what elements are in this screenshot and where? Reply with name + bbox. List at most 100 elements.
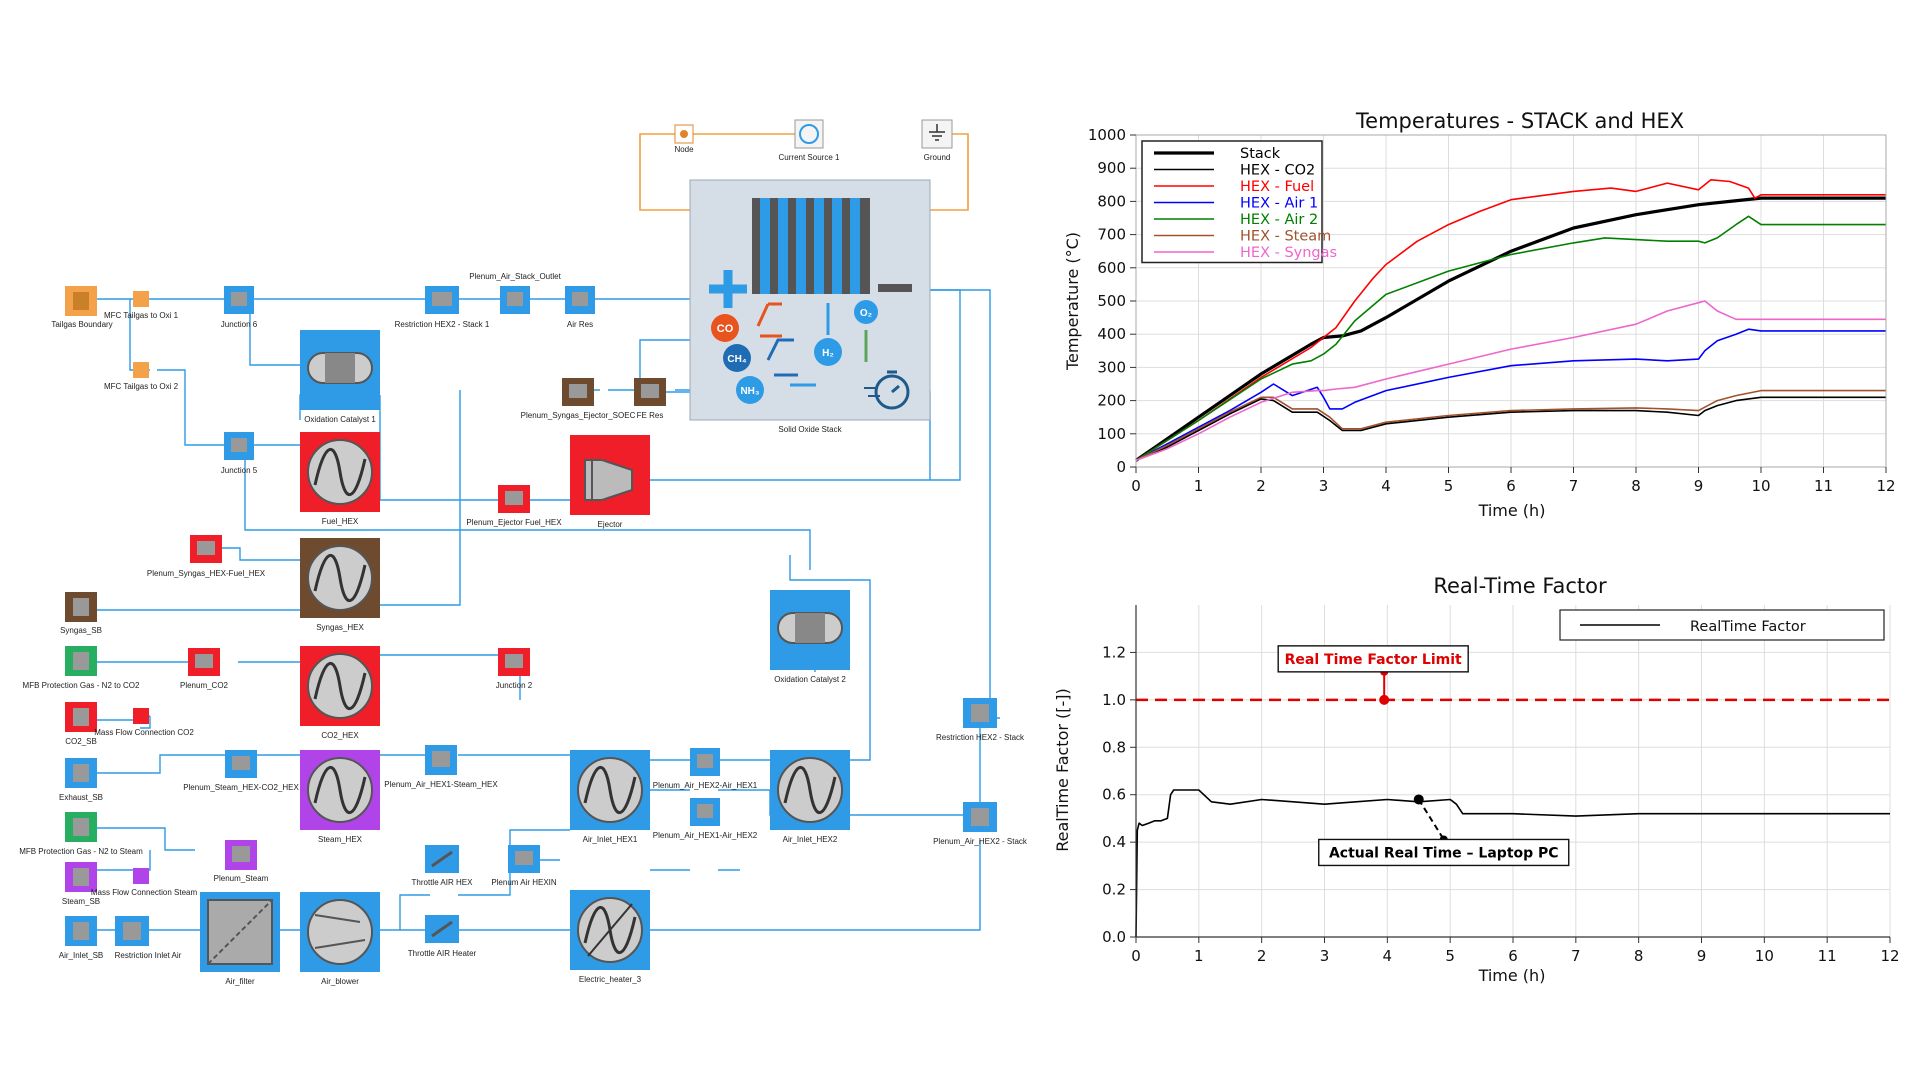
x-tick-label: 2: [1257, 947, 1267, 965]
y-tick-label: 1.0: [1102, 691, 1126, 709]
x-tick-label: 5: [1444, 477, 1454, 495]
fuel-hex[interactable]: Fuel_HEX: [300, 432, 380, 526]
temperature-chart-ylabel: Temperature (°C): [1063, 232, 1082, 371]
plenum-syngas-ejector[interactable]: Plenum_Syngas_Ejector_SOEC: [521, 378, 636, 420]
x-tick-label: 12: [1880, 947, 1899, 965]
restriction-inlet-air-label: Restriction Inlet Air: [115, 951, 182, 960]
current-source-label: Current Source 1: [779, 153, 840, 162]
fe-res-label: FE Res: [637, 411, 664, 420]
current-source-component[interactable]: Current Source 1: [779, 119, 840, 162]
co2-hex-label: CO2_HEX: [321, 731, 359, 740]
system-model-diagram: Node Current Source 1 Ground CO CH₄ NH₃: [19, 119, 1028, 986]
plenum-steam[interactable]: Plenum_Steam: [214, 840, 269, 883]
exhaust-sb[interactable]: Exhaust_SB: [59, 758, 103, 802]
stack-cells-icon: [752, 198, 912, 294]
plenum-air-hex1-steam[interactable]: Plenum_Air_HEX1-Steam_HEX: [384, 745, 498, 789]
annotation-box: [1277, 645, 1469, 673]
reaction-arrows-icon: [756, 302, 868, 387]
air-inlet-hex2[interactable]: Air_Inlet_HEX2: [770, 750, 850, 844]
plenum-air-hex2-stack[interactable]: Plenum_Air_HEX2 - Stack: [933, 802, 1028, 846]
junction-6[interactable]: Junction 6: [221, 286, 258, 329]
x-tick-label: 8: [1634, 947, 1644, 965]
plenum-air-hex1-air-hex2[interactable]: Plenum_Air_HEX1-Air_HEX2: [653, 798, 758, 840]
mass-flow-co2[interactable]: Mass Flow Connection CO2: [94, 708, 194, 737]
tailgas-boundary[interactable]: Tailgas Boundary: [51, 286, 113, 329]
plenum-steam-label: Plenum_Steam: [214, 874, 269, 883]
steam-sb[interactable]: Steam_SB: [62, 862, 100, 906]
plenum-air-hexin[interactable]: Plenum Air HEXIN: [491, 845, 557, 887]
throttle-air-heater[interactable]: Throttle AIR Heater: [408, 915, 477, 958]
legend-entry: Stack: [1240, 146, 1281, 162]
stopwatch-icon: [864, 370, 910, 410]
x-tick-label: 7: [1571, 947, 1581, 965]
air-filter-label: Air_filter: [225, 977, 255, 986]
co2-hex[interactable]: CO2_HEX: [300, 646, 380, 740]
air-res[interactable]: Air Res: [565, 286, 595, 329]
syngas-sb-label: Syngas_SB: [60, 626, 102, 635]
ground-component[interactable]: Ground: [921, 119, 953, 162]
plenum-air-hex2-air-hex1-label: Plenum_Air_HEX2-Air_HEX1: [653, 781, 758, 790]
mass-flow-steam-label: Mass Flow Connection Steam: [91, 888, 198, 897]
series-line-hex-steam: [1135, 389, 1886, 462]
air-inlet-hex1[interactable]: Air_Inlet_HEX1: [570, 750, 650, 844]
y-tick-label: 200: [1097, 392, 1126, 410]
annotation-label: Real Time Factor Limit: [1285, 652, 1462, 668]
air-inlet-sb[interactable]: Air_Inlet_SB: [59, 916, 103, 960]
y-tick-label: 0.0: [1102, 928, 1126, 946]
ch4-badge: CH₄: [727, 354, 746, 365]
mfc-tailgas-oxi1[interactable]: MFC Tailgas to Oxi 1: [104, 291, 179, 320]
mfc-tailgas-oxi2[interactable]: MFC Tailgas to Oxi 2: [104, 362, 179, 391]
plenum-ejector-fuel[interactable]: Plenum_Ejector Fuel_HEX: [466, 485, 562, 527]
air-filter[interactable]: Air_filter: [200, 892, 280, 986]
air-blower[interactable]: Air_blower: [300, 892, 380, 986]
restriction-hex2-stack1[interactable]: Restriction HEX2 - Stack 1: [395, 286, 490, 329]
mfb-n2-steam-label: MFB Protection Gas - N2 to Steam: [19, 847, 143, 856]
plenum-co2[interactable]: Plenum_CO2: [180, 648, 229, 690]
realtime-chart-grid: [1135, 605, 1891, 938]
mass-flow-steam[interactable]: Mass Flow Connection Steam: [91, 868, 198, 897]
x-tick-label: 1: [1194, 477, 1204, 495]
junction-2[interactable]: Junction 2: [496, 648, 533, 690]
y-tick-label: 0.6: [1102, 786, 1126, 804]
syngas-sb[interactable]: Syngas_SB: [60, 592, 102, 635]
annotation-leader: [1417, 798, 1445, 840]
oxidation-catalyst-2[interactable]: Oxidation Catalyst 2: [770, 590, 850, 684]
oxidation-catalyst-1[interactable]: Oxidation Catalyst 1: [300, 330, 380, 424]
series-line-hex-air-2: [1135, 215, 1886, 462]
plenum-air-hex1-air-hex2-label: Plenum_Air_HEX1-Air_HEX2: [653, 831, 758, 840]
x-tick-label: 1: [1194, 947, 1204, 965]
solid-oxide-stack[interactable]: CO CH₄ NH₃ H₂ O₂ Solid Oxide Stack: [689, 179, 931, 434]
syngas-hex[interactable]: Syngas_HEX: [300, 538, 380, 632]
air-inlet-hex2-label: Air_Inlet_HEX2: [783, 835, 838, 844]
plenum-syngas-hex[interactable]: Plenum_Syngas_HEX-Fuel_HEX: [147, 535, 266, 578]
plenum-steam-hex[interactable]: Plenum_Steam_HEX-CO2_HEX: [183, 750, 299, 792]
ejector[interactable]: Ejector: [570, 435, 650, 529]
annotation-box: [1318, 838, 1570, 867]
legend-entry: HEX - Syngas: [1240, 245, 1337, 261]
fe-res[interactable]: FE Res: [634, 378, 666, 420]
steam-hex[interactable]: Steam_HEX: [300, 750, 380, 844]
restriction-inlet-air[interactable]: Restriction Inlet Air: [115, 916, 182, 960]
electric-heater-3[interactable]: Electric_heater_3: [570, 890, 650, 984]
x-tick-label: 10: [1755, 947, 1774, 965]
plenum-air-stack-outlet[interactable]: Plenum_Air_Stack_Outlet: [469, 272, 562, 314]
x-tick-label: 11: [1814, 477, 1833, 495]
restriction-hex2-stack[interactable]: Restriction HEX2 - Stack: [936, 698, 1025, 742]
y-tick-label: 0.8: [1102, 738, 1126, 756]
node-component[interactable]: Node: [674, 124, 694, 154]
air-inlet-sb-label: Air_Inlet_SB: [59, 951, 103, 960]
junction-5[interactable]: Junction 5: [221, 432, 258, 475]
mfb-n2-co2[interactable]: MFB Protection Gas - N2 to CO2: [23, 646, 140, 690]
plenum-air-hex2-air-hex1[interactable]: Plenum_Air_HEX2-Air_HEX1: [653, 748, 758, 790]
mfb-n2-co2-label: MFB Protection Gas - N2 to CO2: [23, 681, 140, 690]
series-line-hex-syngas: [1135, 300, 1886, 462]
annotation-label: Actual Real Time – Laptop PC: [1329, 845, 1559, 861]
plenum-air-hexin-label: Plenum Air HEXIN: [491, 878, 557, 887]
y-tick-label: 800: [1097, 192, 1126, 210]
co2-sb[interactable]: CO2_SB: [65, 702, 97, 746]
junction5-label: Junction 5: [221, 466, 258, 475]
throttle-air-hex[interactable]: Throttle AIR HEX: [412, 845, 474, 887]
x-tick-label: 3: [1320, 947, 1330, 965]
mfb-n2-steam[interactable]: MFB Protection Gas - N2 to Steam: [19, 812, 143, 856]
